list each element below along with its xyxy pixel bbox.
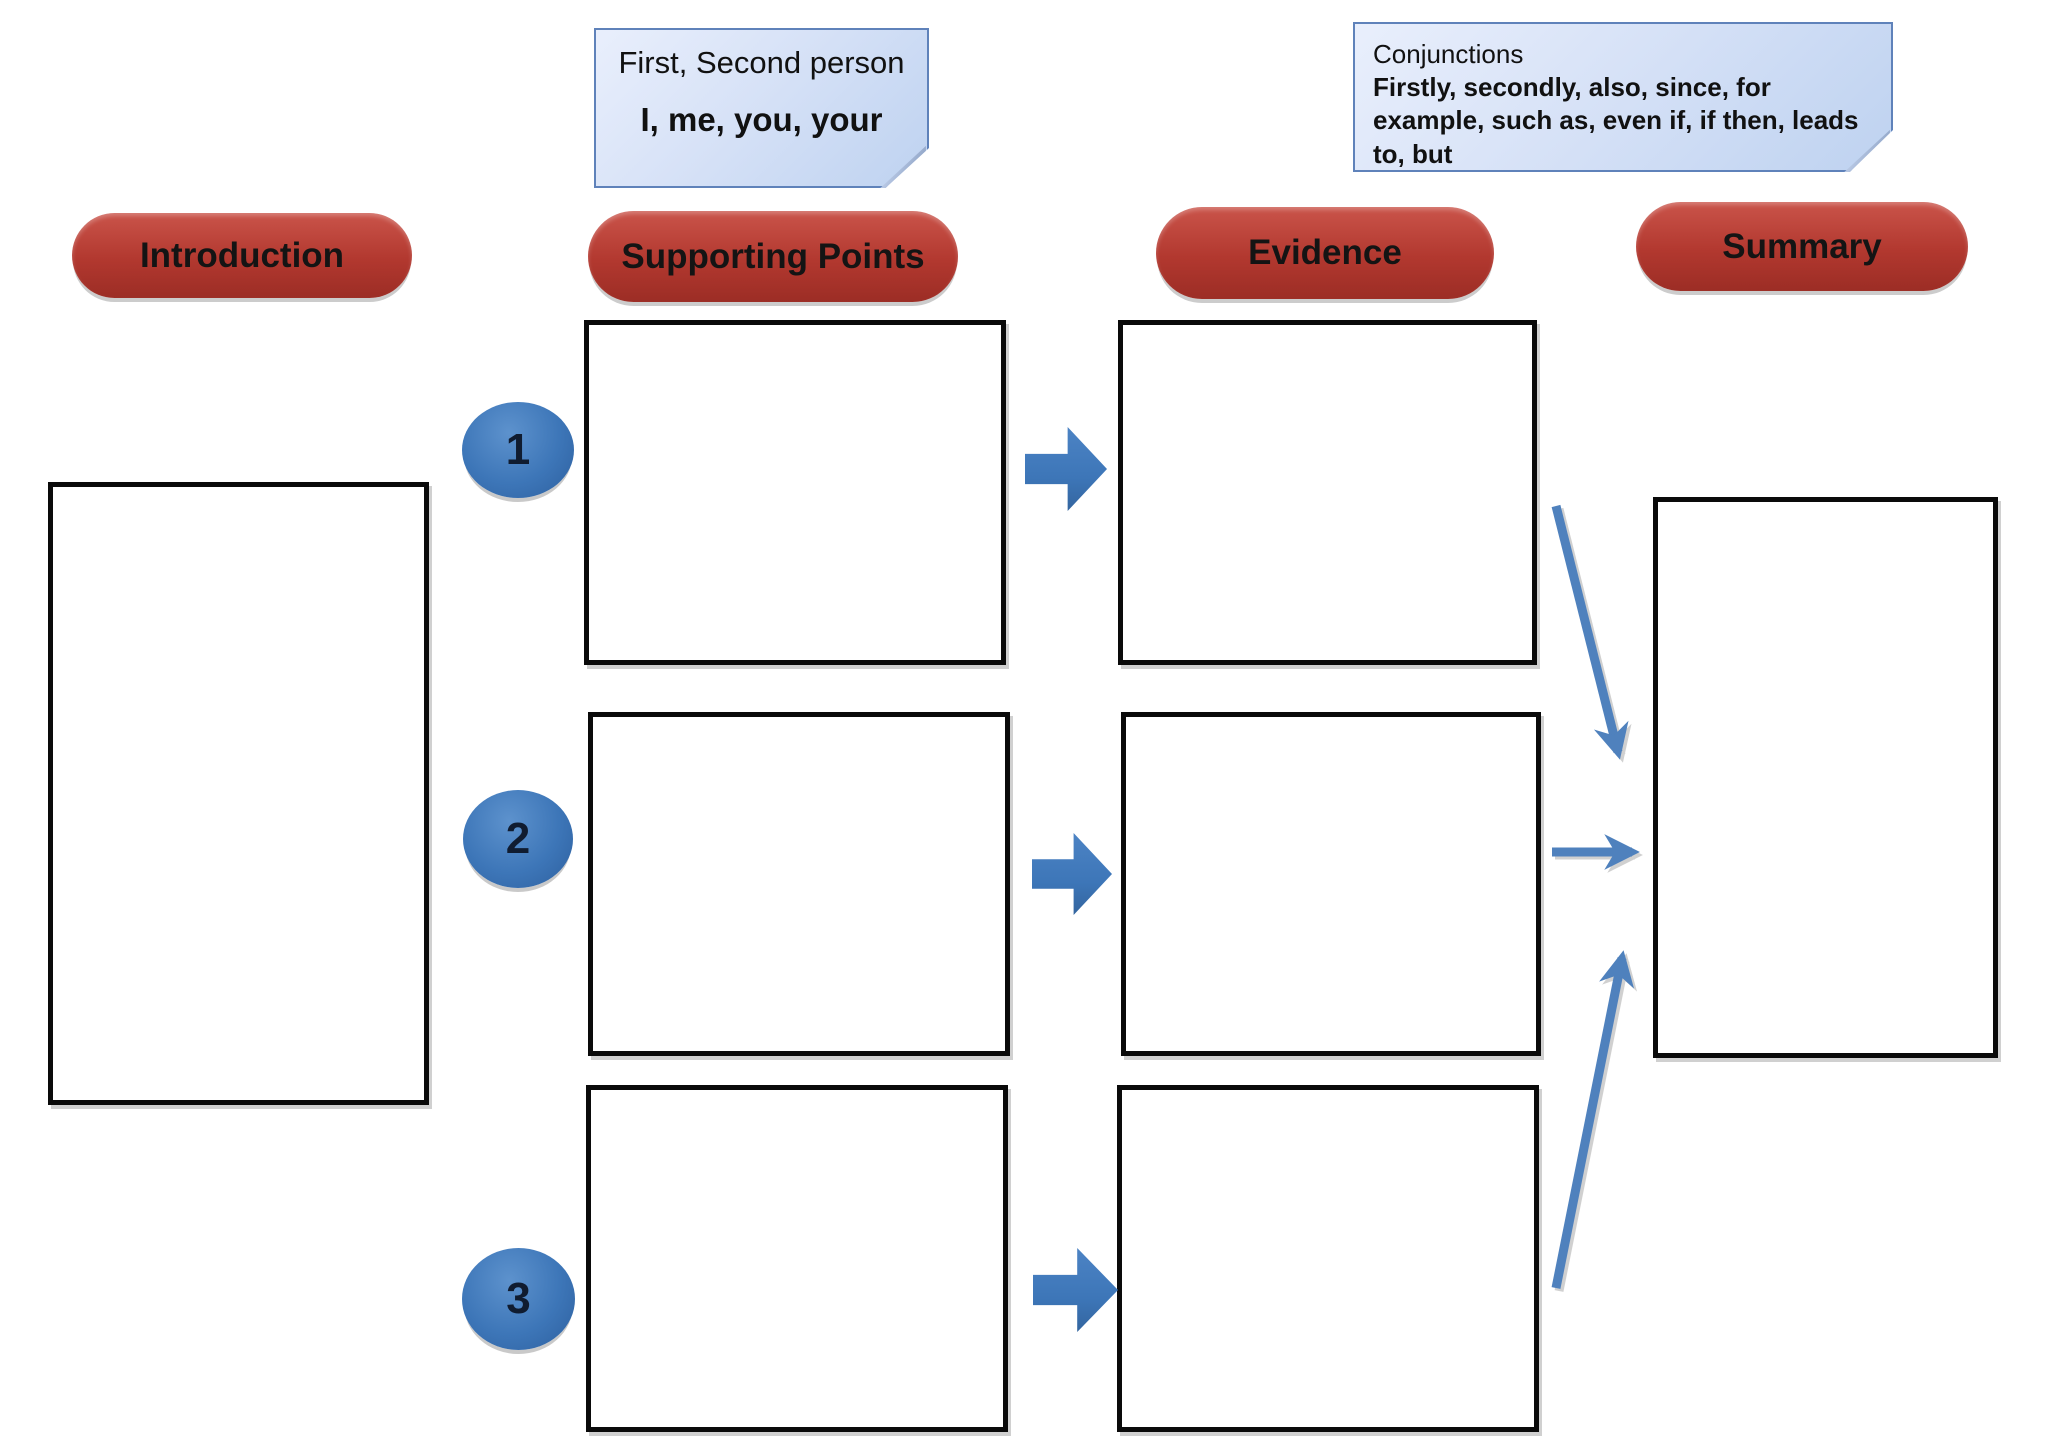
evidence-box-2 bbox=[1121, 712, 1541, 1056]
header-pill-summary: Summary bbox=[1636, 202, 1968, 291]
step-number-1: 1 bbox=[462, 402, 574, 498]
note-conjunctions-title: Conjunctions bbox=[1373, 39, 1524, 69]
arrow-evidence1-to-summary-icon bbox=[1551, 504, 1629, 760]
note-conjunctions-body: Firstly, secondly, also, since, for exam… bbox=[1373, 71, 1859, 170]
note-person-body: I, me, you, your bbox=[640, 100, 883, 138]
supporting-point-box-1 bbox=[584, 320, 1006, 665]
header-pill-introduction: Introduction bbox=[72, 213, 412, 298]
supporting-point-box-3 bbox=[586, 1085, 1008, 1432]
step-number-3: 3 bbox=[462, 1248, 575, 1350]
sticky-note-person: First, Second person I, me, you, your bbox=[594, 28, 929, 188]
arrow-evidence3-to-summary-icon bbox=[1551, 950, 1635, 1289]
summary-box bbox=[1653, 497, 1998, 1058]
evidence-box-3 bbox=[1117, 1085, 1539, 1432]
step-number-2: 2 bbox=[463, 790, 573, 888]
block-arrow-right-icon-2 bbox=[1032, 833, 1112, 915]
sticky-note-conjunctions: Conjunctions Firstly, secondly, also, si… bbox=[1353, 22, 1893, 172]
block-arrow-right-icon-1 bbox=[1025, 427, 1107, 511]
note-spacer bbox=[606, 83, 917, 99]
folded-corner-icon bbox=[878, 145, 926, 188]
header-pill-supporting-points: Supporting Points bbox=[588, 211, 958, 302]
introduction-box bbox=[48, 482, 429, 1105]
supporting-point-box-2 bbox=[588, 712, 1010, 1056]
evidence-box-1 bbox=[1118, 320, 1537, 665]
note-person-title: First, Second person bbox=[618, 45, 905, 80]
block-arrow-right-icon-3 bbox=[1033, 1248, 1118, 1332]
header-pill-evidence: Evidence bbox=[1156, 207, 1494, 299]
